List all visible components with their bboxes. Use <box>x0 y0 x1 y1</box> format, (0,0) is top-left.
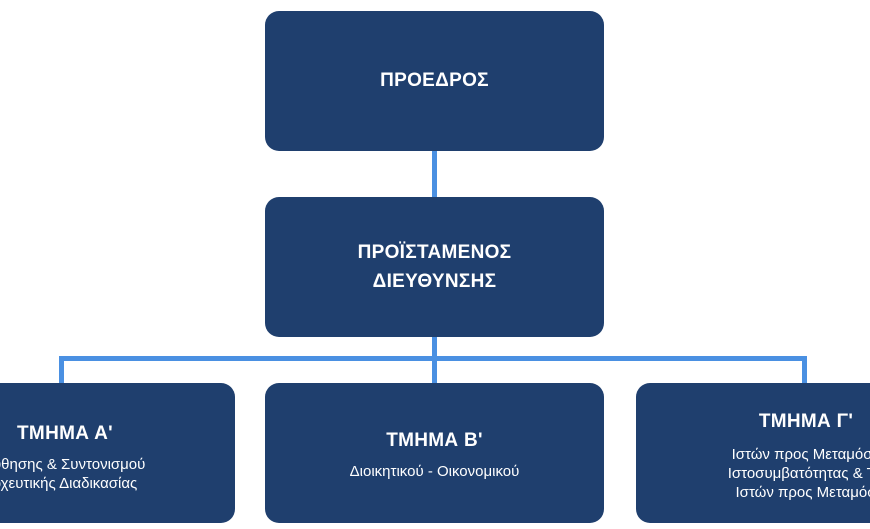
president-title: ΠΡΟΕΔΡΟΣ <box>380 70 489 91</box>
department-b-title: ΤΜΗΜΑ Β' <box>386 429 483 451</box>
department-c-subtitle-line1: Ιστών προς Μεταμόσχ <box>731 445 870 463</box>
department-c-subtitle-line2: Ιστοσυμβατότητας & Τρ <box>727 464 870 482</box>
department-a-subtitle-line1: ούθησης & Συντονισμού <box>0 456 146 473</box>
connector-drop-dept-a <box>59 356 64 383</box>
department-a-subtitle-line2: οχευτικής Διαδικασίας <box>0 475 138 492</box>
connector-president-director <box>432 151 437 197</box>
director-node: ΠΡΟΪΣΤΑΜΕΝΟΣ ΔΙΕΥΘΥΝΣΗΣ <box>265 197 604 337</box>
department-c-subtitle-line3: Ιστών προς Μεταμόσ <box>735 483 870 501</box>
director-title-line1: ΠΡΟΪΣΤΑΜΕΝΟΣ <box>357 242 512 263</box>
department-c-node: ΤΜΗΜΑ Γ' Ιστών προς Μεταμόσχ Ιστοσυμβατό… <box>636 383 870 523</box>
connector-horizontal-bus <box>59 356 807 361</box>
connector-drop-dept-c <box>802 356 807 383</box>
department-a-title: ΤΜΗΜΑ Α' <box>17 423 113 444</box>
department-b-subtitle-line1: Διοικητικού - Οικονομικού <box>349 462 520 480</box>
department-c-title: ΤΜΗΜΑ Γ' <box>758 410 854 432</box>
department-a-node: ΤΜΗΜΑ Α' ούθησης & Συντονισμού οχευτικής… <box>0 383 235 523</box>
director-title-line2: ΔΙΕΥΘΥΝΣΗΣ <box>372 271 497 292</box>
president-node: ΠΡΟΕΔΡΟΣ <box>265 11 604 151</box>
department-b-node: ΤΜΗΜΑ Β' Διοικητικού - Οικονομικού <box>265 383 604 523</box>
